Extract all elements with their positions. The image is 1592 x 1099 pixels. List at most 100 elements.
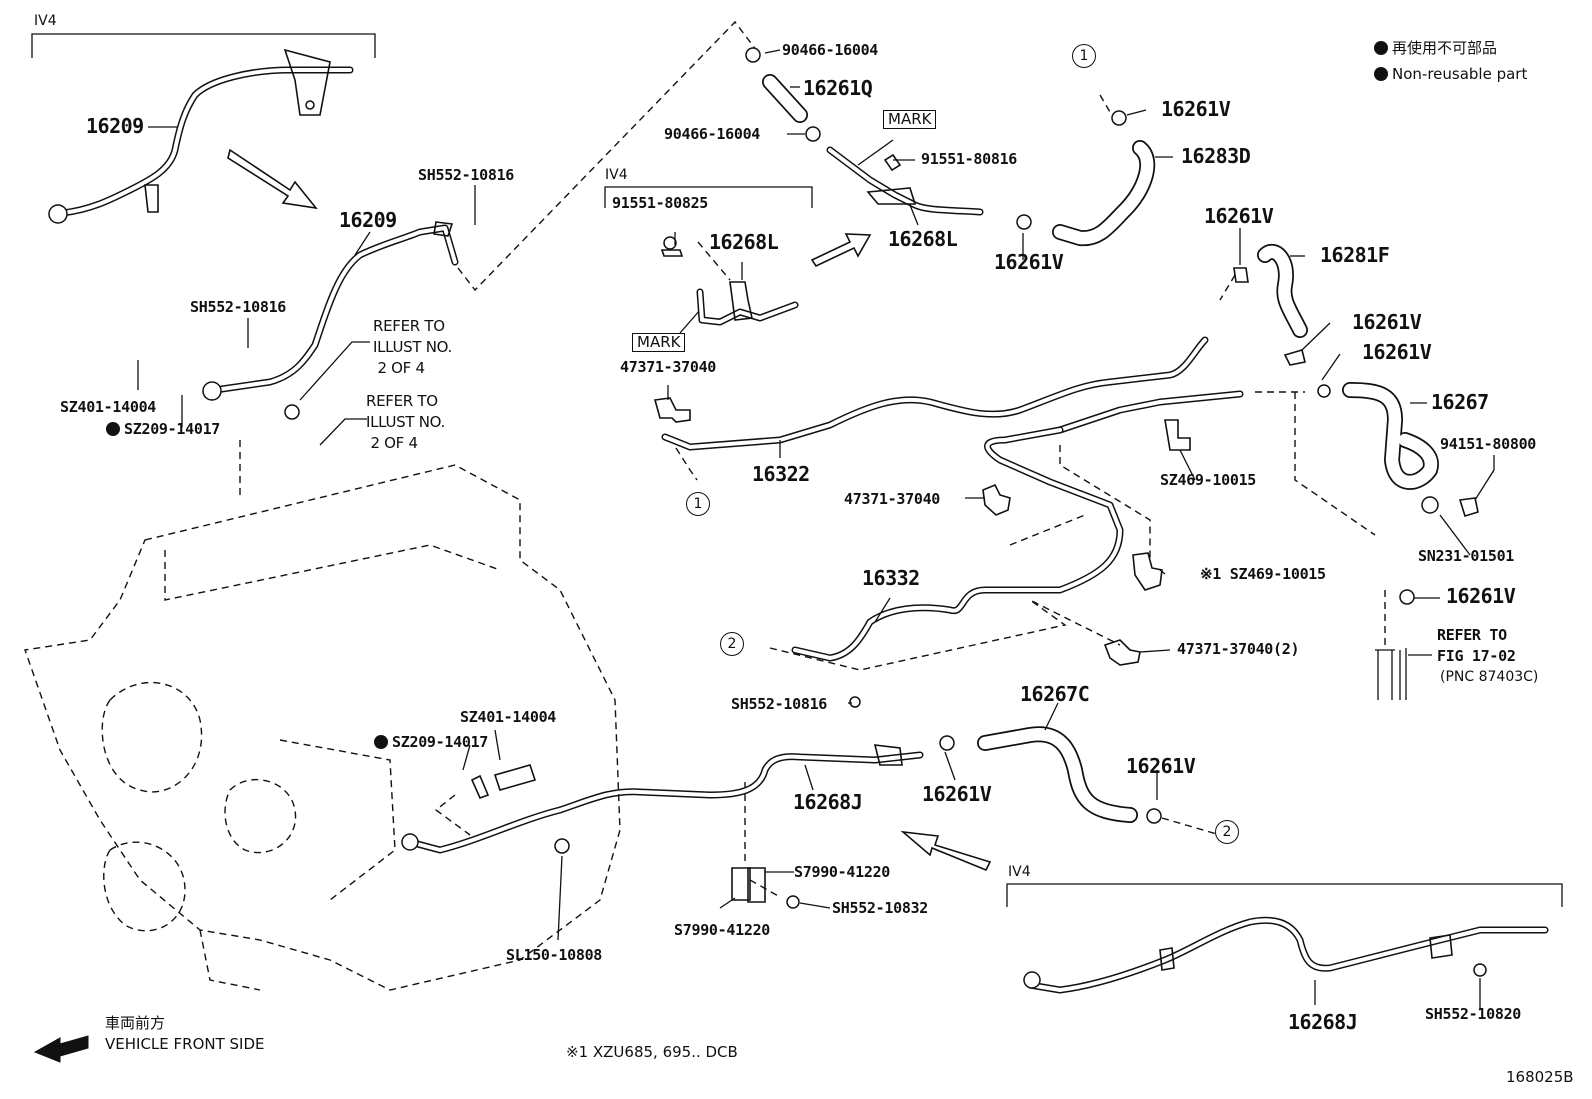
refer-note-b: REFER TO ILLUST NO. 2 OF 4 [366, 392, 446, 452]
part-47371-37040-2: 47371-37040(2) [1177, 640, 1300, 658]
part-16261v-g: 16261V [1126, 754, 1196, 778]
legend-en-text: Non-reusable part [1392, 65, 1528, 83]
label-leaders [137, 49, 1495, 1010]
pnc-note: (PNC 87403C) [1440, 669, 1539, 685]
part-sz209-14017-a: SZ209-14017 [106, 422, 220, 437]
part-16261v-a: 16261V [1161, 97, 1231, 121]
part-16283d: 16283D [1181, 144, 1251, 168]
part-s7990-41220-a: S7990-41220 [794, 863, 891, 881]
figure-id: 168025B [1506, 1068, 1574, 1086]
mark-leader-upper [857, 139, 894, 166]
pipe-16268j-center [401, 696, 924, 854]
ref-circle-1-top: 1 [1072, 44, 1096, 68]
mark-tag-upper: MARK [883, 110, 937, 129]
non-reusable-dot-icon [1374, 41, 1388, 55]
clip-47371-center [982, 483, 1011, 516]
part-16268j-bottom: 16268J [1288, 1010, 1358, 1034]
part-sh552-10816-b: SH552-10816 [190, 298, 287, 316]
bracket-s7990 [731, 867, 800, 909]
refer-note-a: REFER TO ILLUST NO. 2 OF 4 [373, 317, 453, 377]
part-16268l-lower: 16268L [709, 230, 779, 254]
part-sn231-01501: SN231-01501 [1418, 547, 1515, 565]
part-16209-mid: 16209 [339, 208, 397, 232]
pipe-16268l-lower [660, 236, 799, 326]
clip-sz469-lower [1132, 552, 1163, 591]
part-16261v-f: 16261V [1446, 584, 1516, 608]
pipe-16209-top [48, 48, 354, 224]
part-s7990-41220-b: S7990-41220 [674, 921, 771, 939]
mark-tag-lower: MARK [632, 333, 686, 352]
part-47371-37040-a: 47371-37040 [620, 358, 717, 376]
part-sz209-14017-b-text: SZ209-14017 [392, 733, 489, 751]
vehicle-front-ja: 車両前方 [105, 1014, 166, 1032]
part-16261v-d: 16261V [1352, 310, 1422, 334]
iv4-bracket-top-left [31, 33, 376, 58]
part-sh552-10816-a: SH552-10816 [418, 166, 515, 184]
iv4-label-top-left: IV4 [34, 13, 57, 29]
part-16261v-h: 16261V [922, 782, 992, 806]
hose-16267c [939, 726, 1162, 824]
non-reusable-dot-icon [1374, 67, 1388, 81]
part-16267: 16267 [1431, 390, 1489, 414]
part-16332: 16332 [862, 566, 920, 590]
hose-16267 [1317, 382, 1479, 700]
part-47371-37040-b: 47371-37040 [844, 490, 941, 508]
vehicle-front-en: VEHICLE FRONT SIDE [105, 1035, 265, 1053]
hose-16283d [1016, 110, 1156, 247]
leader-lines [239, 20, 1386, 898]
part-90466-16004-a: 90466-16004 [782, 41, 879, 59]
hose-16261q [745, 47, 821, 142]
part-sh552-10832: SH552-10832 [832, 899, 929, 917]
footnote: ※1 XZU685, 695.. DCB [566, 1043, 738, 1061]
non-reusable-dot-icon [106, 422, 120, 436]
iv4-bracket-bottom [1006, 883, 1563, 907]
part-91551-80825: 91551-80825 [612, 194, 709, 212]
part-16209-top: 16209 [86, 114, 144, 138]
refer-fig-note: REFER TO FIG 17-02 [1437, 626, 1516, 665]
part-sz401-14004-a: SZ401-14004 [60, 398, 157, 416]
hose-16281f [1233, 243, 1308, 366]
part-16261v-c: 16261V [1204, 204, 1274, 228]
part-16261q: 16261Q [803, 76, 873, 100]
iv4-bracket-middle [604, 186, 813, 208]
part-16268j-center: 16268J [793, 790, 863, 814]
pipe-16268j-bottom [1023, 916, 1549, 994]
legend-ja: 再使用不可部品 [1374, 41, 1497, 56]
part-94151-80800: 94151-80800 [1440, 435, 1537, 453]
legend-en: Non-reusable part [1374, 67, 1527, 82]
part-sz401-14004-b: SZ401-14004 [460, 708, 557, 726]
direction-arrow-middle [810, 233, 872, 268]
ref-circle-2-right: 2 [1215, 820, 1239, 844]
part-sz469-10015-a: SZ469-10015 [1160, 471, 1257, 489]
part-sz209-14017-b: SZ209-14017 [374, 735, 488, 750]
part-90466-16004-b: 90466-16004 [664, 125, 761, 143]
clip-sz469-upper [1164, 419, 1191, 451]
legend-ja-text: 再使用不可部品 [1392, 39, 1498, 57]
direction-arrow-top-left [227, 148, 318, 210]
pipe-16332 [791, 426, 1124, 662]
iv4-label-middle: IV4 [605, 167, 628, 183]
part-16267c: 16267C [1020, 682, 1090, 706]
part-16322: 16322 [752, 462, 810, 486]
part-sz469-10015-b: ※1 SZ469-10015 [1200, 565, 1326, 583]
vehicle-front-arrow [33, 1035, 89, 1063]
engine-outline [24, 464, 621, 991]
non-reusable-dot-icon [374, 735, 388, 749]
part-sz209-14017-a-text: SZ209-14017 [124, 420, 221, 438]
part-16268l-upper: 16268L [888, 227, 958, 251]
ref-circle-2-left: 2 [720, 632, 744, 656]
part-16261v-e: 16261V [1362, 340, 1432, 364]
pipe-16209-mid [202, 221, 459, 420]
part-sl150-10808: SL150-10808 [506, 946, 603, 964]
part-sh552-10816-c: SH552-10816 [731, 695, 828, 713]
direction-arrow-bottom [900, 830, 992, 872]
iv4-label-bottom: IV4 [1008, 864, 1031, 880]
part-sh552-10820: SH552-10820 [1425, 1005, 1522, 1023]
clip-47371-left [653, 397, 691, 423]
part-16261v-b: 16261V [994, 250, 1064, 274]
mark-leader-lower [679, 309, 701, 334]
part-16281f: 16281F [1320, 243, 1390, 267]
ref-circle-1-bottom: 1 [686, 492, 710, 516]
